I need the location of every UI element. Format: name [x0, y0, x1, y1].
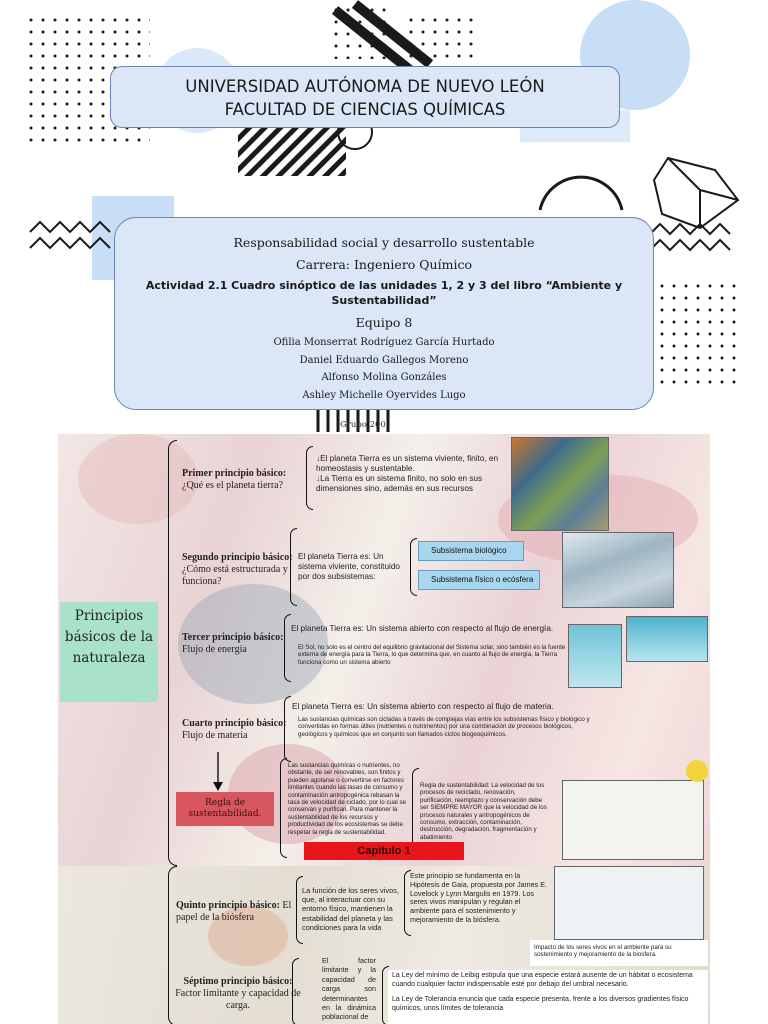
- laws-box: La Ley del mínimo de Leibig estipula que…: [388, 970, 708, 1024]
- synoptic-chart-page2: Quinto principio básico: El papel de la …: [58, 866, 710, 1024]
- team-member: Daniel Eduardo Gallegos Moreno: [115, 352, 653, 370]
- principle-2-subtitle: ¿Cómo está estructurada y funciona?: [182, 564, 288, 587]
- principle-3-title: Tercer principio básico:: [182, 632, 283, 643]
- energy-detail-text: El Sol, no solo es el centro del equilib…: [298, 644, 578, 666]
- principle-3-subtitle: Flujo de energía: [182, 644, 247, 655]
- principle-7-title: Séptimo principio básico:: [184, 976, 293, 987]
- university-name: UNIVERSIDAD AUTÓNOMA DE NUEVO LEÓN: [111, 75, 619, 98]
- decorative-hatched-block: [238, 128, 346, 176]
- course-name: Responsabilidad social y desarrollo sust…: [115, 232, 653, 254]
- subsystem-biological: Subsistema biológico: [418, 541, 524, 561]
- rule-right-text: Regla de sustentabilidad: La velocidad d…: [420, 782, 550, 841]
- impact-note-box: Impacto de los seres vivos en el ambient…: [530, 940, 708, 966]
- group-label: Grupo 200: [340, 420, 386, 430]
- decorative-zigzag-left: [30, 222, 110, 248]
- principle-1-text: ↓El planeta Tierra es un sistema vivient…: [316, 454, 506, 494]
- principle-5-right-text: Este principio se fundamenta en la Hipót…: [410, 872, 550, 925]
- principle-7: Séptimo principio básico: Factor limitan…: [174, 976, 302, 1012]
- law-of-tolerance: La Ley de Tolerancia enuncia que cada es…: [392, 996, 702, 1013]
- biosphere-diagram-image: [554, 866, 704, 940]
- principle-1: Primer principio básico: ¿Qué es el plan…: [182, 468, 292, 492]
- subsystem-physical: Subsistema físico o ecósfera: [418, 570, 540, 590]
- career-name: Carrera: Ingeniero Químico: [115, 254, 653, 276]
- principle-7-subtitle: Factor limitante y capacidad de carga.: [175, 988, 301, 1011]
- principle-4-title: Cuarto principio básico:: [182, 718, 286, 729]
- team-member: Ofilia Monserrat Rodríguez García Hurtad…: [115, 334, 653, 352]
- principle-5-left-text: La función de los seres vivos, que, al i…: [302, 886, 402, 932]
- principle-3: Tercer principio básico: Flujo de energí…: [182, 632, 292, 656]
- biogeochemical-cycles-image: [562, 780, 704, 860]
- decorative-zigzag-right: [650, 224, 730, 250]
- energy-flow-image: [568, 624, 622, 688]
- down-arrow-icon: [208, 752, 228, 792]
- principle-2: Segundo principio básico: ¿Cómo está est…: [182, 552, 294, 588]
- sun-icon: [686, 760, 708, 782]
- principle-2-title: Segundo principio básico:: [182, 552, 293, 563]
- chapter-label: Capitulo 1: [304, 842, 464, 860]
- university-header: UNIVERSIDAD AUTÓNOMA DE NUEVO LEÓN FACUL…: [110, 66, 620, 128]
- solar-energy-image: [626, 616, 708, 662]
- faculty-name: FACULTAD DE CIENCIAS QUÍMICAS: [111, 98, 619, 121]
- principle-4: Cuarto principio básico: Flujo de materi…: [182, 718, 292, 742]
- earth-landscapes-collage-image: [511, 437, 609, 531]
- decorative-half-ring: [540, 177, 622, 210]
- principle-2-text: El planeta Tierra es: Un sistema vivient…: [298, 552, 408, 582]
- activity-info-box: Responsabilidad social y desarrollo sust…: [114, 217, 654, 410]
- principle-7-left-text: El factor limitante y la capacidad de ca…: [322, 956, 376, 1022]
- synoptic-chart-page1: Principios básicos de la naturaleza Prim…: [58, 434, 710, 866]
- principle-5: Quinto principio básico: El papel de la …: [176, 900, 304, 924]
- law-of-minimum: La Ley del mínimo de Leibig estipula que…: [392, 972, 702, 989]
- principle-3-text: El planeta Tierra es: Un sistema abierto…: [291, 624, 591, 634]
- decorative-cube: [654, 158, 738, 228]
- team-member: Alfonso Molina Gonzáles: [115, 369, 653, 387]
- rule-left-text: Las sustancias químicas o nutrientes, no…: [288, 762, 410, 836]
- impact-note: Impacto de los seres vivos en el ambient…: [534, 944, 704, 959]
- principle-1-subtitle: ¿Qué es el planeta tierra?: [182, 480, 283, 491]
- sustainability-rule-label: Regla de sustentabilidad.: [176, 792, 274, 826]
- activity-title: Actividad 2.1 Cuadro sinóptico de las un…: [145, 278, 623, 308]
- team-name: Equipo 8: [115, 312, 653, 334]
- principle-5-title: Quinto principio básico:: [176, 900, 280, 911]
- team-member: Ashley Michelle Oyervides Lugo: [115, 387, 653, 405]
- principle-4-text: El planeta Tierra es: Un sistema abierto…: [292, 702, 592, 712]
- matter-detail-text: Las sustancias químicas son cicladas a t…: [298, 716, 598, 738]
- central-title: Principios básicos de la naturaleza: [60, 602, 158, 702]
- principle-4-subtitle: Flujo de materia: [182, 730, 248, 741]
- subsystems-diagram-image: [562, 532, 674, 608]
- principle-1-title: Primer principio básico:: [182, 468, 286, 479]
